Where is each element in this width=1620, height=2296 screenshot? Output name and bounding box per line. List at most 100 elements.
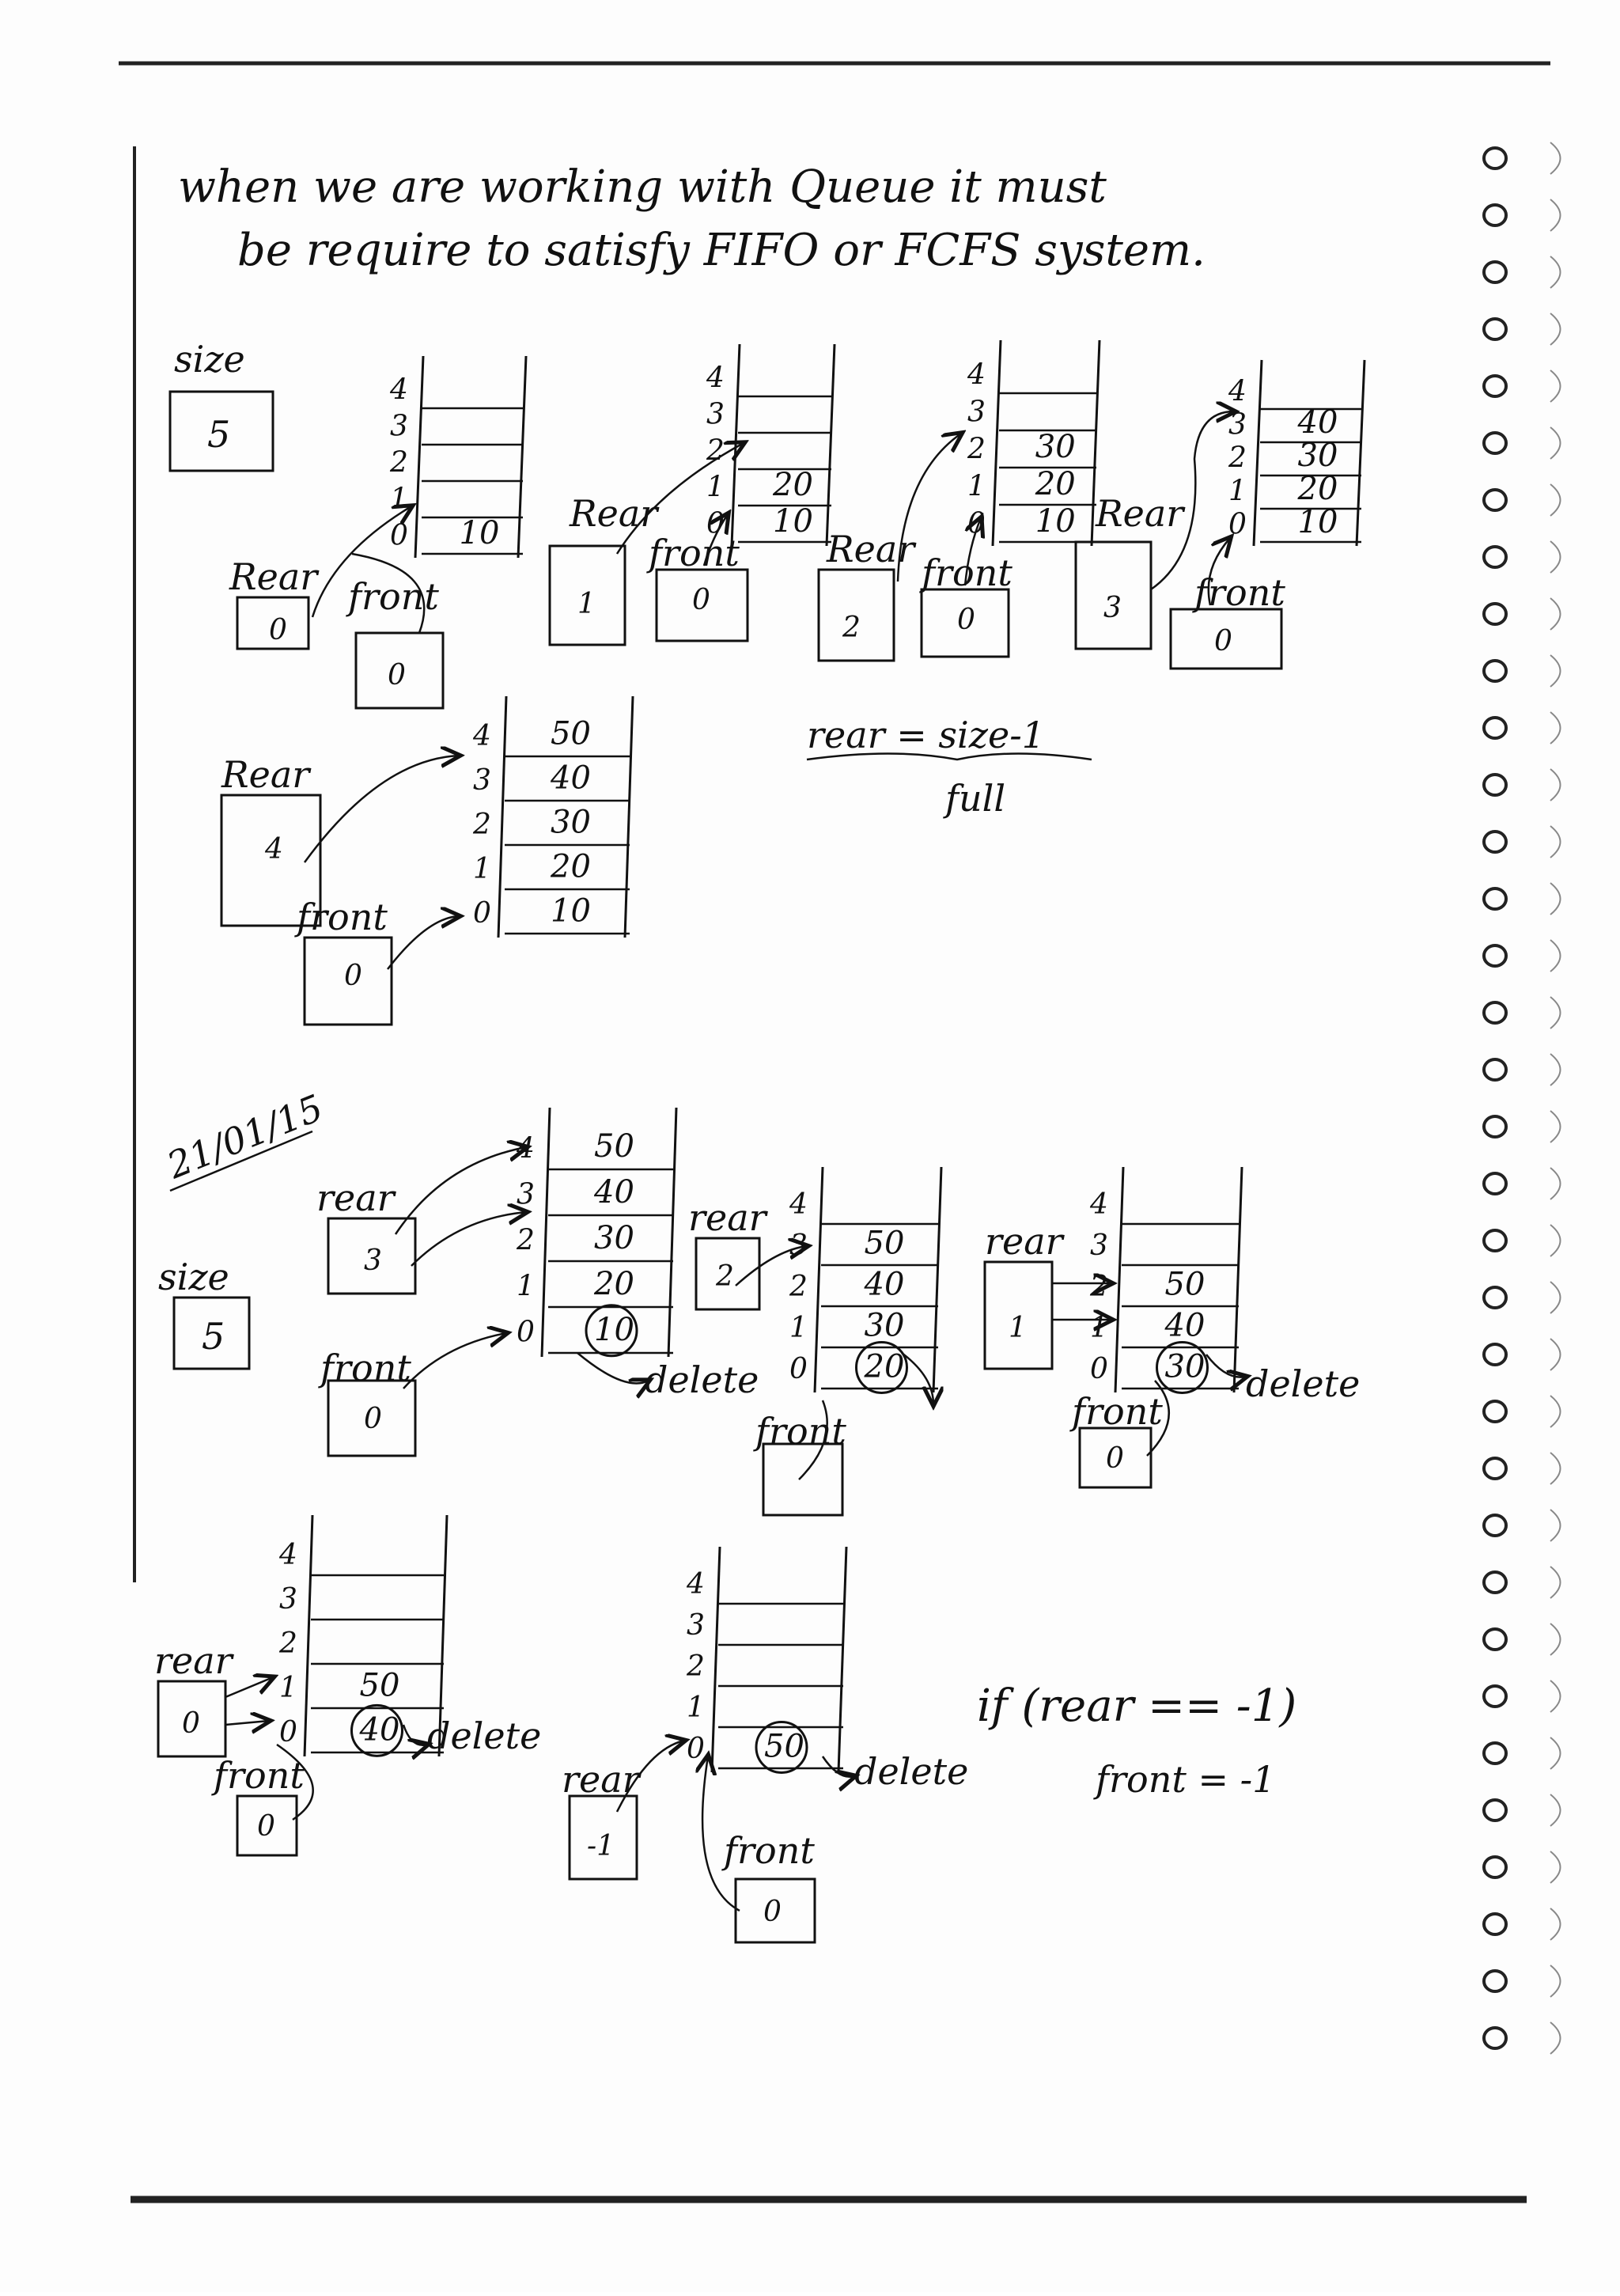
queue-cell-value: 40	[1297, 404, 1338, 441]
rear-arrow	[615, 1741, 684, 1813]
queue-cell-value: 10	[460, 515, 500, 551]
binding-ring	[1550, 1680, 1561, 1713]
front-arrow	[702, 514, 728, 566]
binding-hole	[1482, 1172, 1508, 1195]
queue-cell-value: 10	[1298, 504, 1338, 540]
front-label: front	[318, 1347, 411, 1389]
queue-cell-value: 20	[772, 467, 813, 503]
spiral-binding	[1482, 142, 1561, 2055]
full-label: full	[943, 777, 1005, 820]
rear-value: 3	[1103, 592, 1122, 624]
binding-hole	[1482, 1855, 1508, 1879]
binding-hole	[1482, 260, 1508, 284]
front-arrow	[387, 916, 459, 970]
queue-index-label: 0	[473, 897, 491, 930]
queue-index-label: 2	[278, 1627, 297, 1660]
full-condition: rear = size-1	[807, 714, 1045, 756]
queue-left-rail	[1114, 1166, 1125, 1393]
binding-hole	[1482, 1912, 1508, 1936]
deleted-circle	[1156, 1340, 1209, 1394]
deleted-circle	[585, 1304, 638, 1358]
binding-hole	[1482, 1741, 1508, 1765]
queue-index-label: 3	[1090, 1229, 1108, 1262]
queue-right-rail	[667, 1107, 678, 1358]
deleted-value: 50	[764, 1728, 804, 1764]
binding-hole	[1482, 659, 1508, 683]
front-label: front	[646, 532, 740, 574]
queue-cell-value: 30	[1035, 429, 1076, 465]
delete-arrow	[1206, 1354, 1246, 1377]
rear-arrow	[735, 1246, 807, 1286]
rear-label: Rear	[229, 555, 320, 598]
queue-index-label: 0	[279, 1716, 297, 1749]
queue-left-rail	[813, 1166, 824, 1393]
queue-index-label: 3	[473, 764, 491, 797]
front-arrow	[1207, 538, 1230, 606]
binding-hole	[1482, 2026, 1508, 2050]
rear-label: rear	[985, 1220, 1065, 1263]
binding-hole	[1482, 374, 1508, 398]
queue-index-label: 4	[472, 720, 491, 752]
queue-index-label: 0	[687, 1733, 705, 1765]
binding-ring	[1550, 1110, 1561, 1143]
binding-ring	[1550, 1737, 1561, 1770]
queue-index-label: 4	[789, 1188, 808, 1221]
queue-cell-value: 20	[1035, 466, 1076, 502]
queue-index-label: 1	[517, 1271, 535, 1303]
binding-ring	[1550, 882, 1561, 915]
queue-right-rail	[1355, 359, 1366, 547]
queue-index-label: 3	[687, 1609, 705, 1642]
queue-index-label: 1	[279, 1672, 297, 1704]
queue-index-label: 3	[706, 399, 725, 431]
queue-index-label: 1	[706, 472, 725, 504]
delete-arrow	[821, 1756, 854, 1777]
binding-ring	[1550, 2021, 1561, 2055]
size-value: 5	[202, 1315, 225, 1358]
rear-value: 0	[182, 1707, 200, 1740]
rear-arrow	[303, 756, 459, 863]
queue-cell-value: 50	[865, 1225, 905, 1261]
queue-left-rail	[540, 1107, 551, 1358]
binding-hole	[1482, 1570, 1508, 1594]
front-box	[1169, 608, 1283, 670]
front-label: front	[346, 575, 439, 618]
binding-ring	[1550, 199, 1561, 232]
deleted-value: 10	[594, 1312, 634, 1348]
deleted-value: 30	[1165, 1348, 1206, 1385]
queue-index-label: 1	[1228, 475, 1247, 508]
rear-value: 1	[1009, 1312, 1027, 1344]
size-box	[172, 1296, 251, 1370]
rear-arrow-new	[225, 1721, 269, 1725]
binding-ring	[1550, 1338, 1561, 1371]
size-box	[168, 390, 274, 472]
queue-index-label: 1	[687, 1692, 705, 1724]
binding-ring	[1550, 768, 1561, 801]
binding-hole	[1482, 944, 1508, 968]
rear-box	[695, 1237, 761, 1311]
queue-right-rail	[1090, 339, 1101, 547]
binding-hole	[1482, 545, 1508, 569]
binding-hole	[1482, 602, 1508, 626]
queue-cell-value: 30	[594, 1220, 634, 1256]
binding-ring	[1550, 1053, 1561, 1086]
binding-ring	[1550, 483, 1561, 517]
delete-arrow	[577, 1352, 649, 1383]
binding-hole	[1482, 1400, 1508, 1423]
rear-label: rear	[688, 1196, 769, 1239]
binding-hole	[1482, 1058, 1508, 1082]
binding-hole	[1482, 146, 1508, 170]
queue-index-label: 4	[686, 1568, 705, 1601]
front-value: 0	[763, 1896, 782, 1928]
queue-index-label: 4	[1089, 1188, 1108, 1221]
header-line-2: be require to satisfy FIFO or FCFS syste…	[237, 225, 1206, 276]
binding-ring	[1550, 1509, 1561, 1542]
binding-hole	[1482, 1457, 1508, 1480]
front-arrow	[351, 552, 426, 634]
queue-cell-value: 30	[865, 1307, 905, 1343]
queue-index-label: 1	[473, 853, 491, 885]
rear-arrow	[411, 1212, 526, 1267]
binding-hole	[1482, 1343, 1508, 1366]
